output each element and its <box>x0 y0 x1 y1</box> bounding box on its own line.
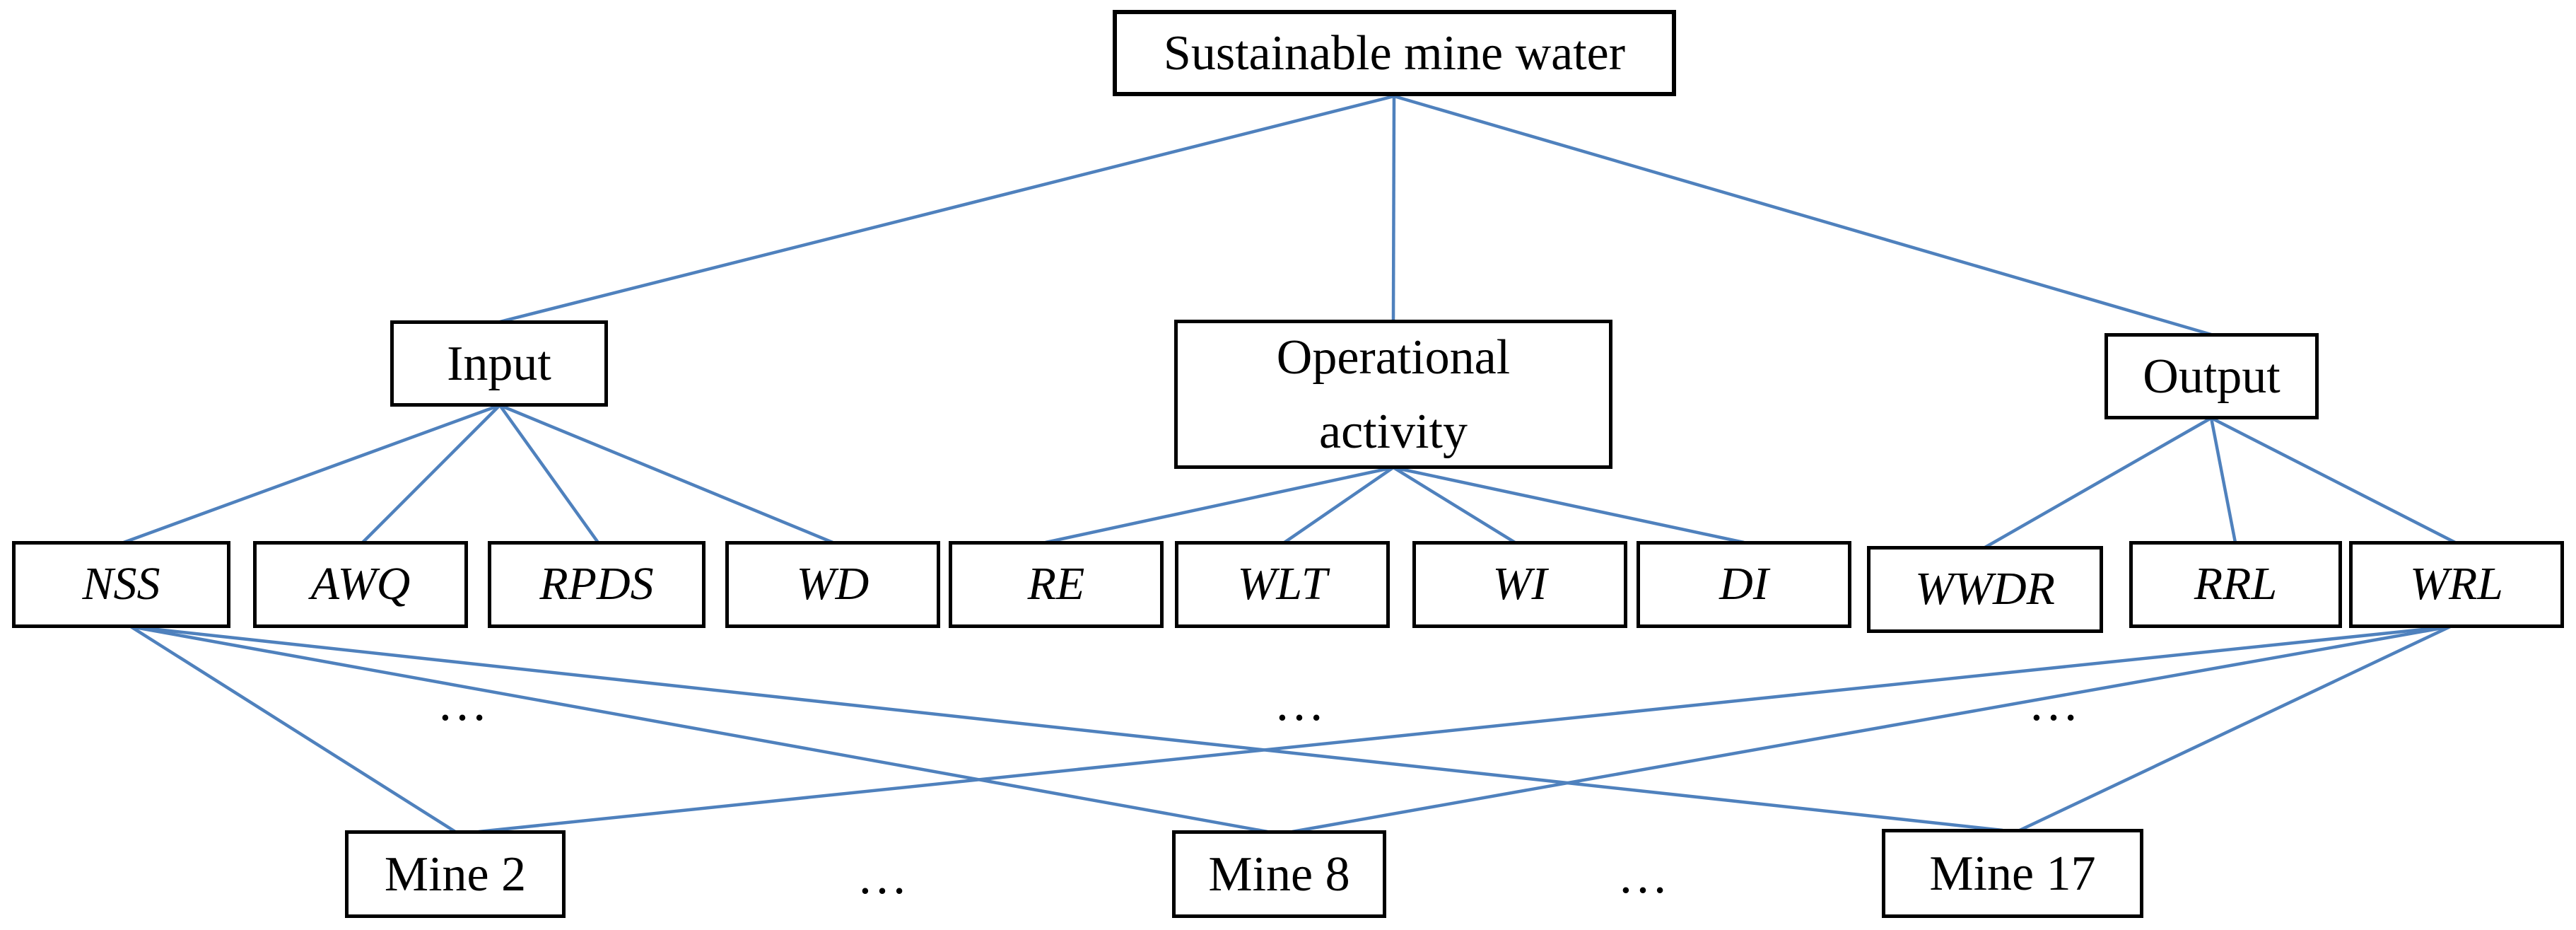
criterion-label: WI <box>1492 558 1547 610</box>
connector-op-wi <box>1392 466 1516 544</box>
node-criterion-wi: WI <box>1412 541 1627 628</box>
category-label: Output <box>2143 349 2281 404</box>
node-criterion-wd: WD <box>725 541 940 628</box>
connector-goal-output <box>1393 94 2212 337</box>
node-mine-17: Mine 17 <box>1882 829 2143 918</box>
criterion-label: RE <box>1027 558 1085 610</box>
connector-wrl-mine2 <box>478 624 2451 834</box>
criterion-label: DI <box>1719 558 1769 610</box>
connector-wrl-mine17 <box>2019 624 2451 832</box>
node-criterion-wlt: WLT <box>1175 541 1390 628</box>
alternative-label: Mine 17 <box>1929 846 2096 901</box>
alternative-label: Mine 8 <box>1208 847 1350 902</box>
connector-input-wd <box>499 403 833 545</box>
connector-output-wwdr <box>1984 417 2213 549</box>
node-criterion-re: RE <box>949 541 1164 628</box>
connector-op-wlt <box>1283 466 1395 544</box>
criterion-label: RPDS <box>539 558 654 610</box>
criterion-label: NSS <box>82 558 160 610</box>
connector-goal-operational <box>1391 95 1396 322</box>
connector-input-nss <box>123 403 500 545</box>
node-criterion-wrl: WRL <box>2349 541 2564 628</box>
node-mine-8: Mine 8 <box>1172 830 1386 918</box>
connector-op-re <box>1045 465 1394 545</box>
ellipsis-mines-left: … <box>857 848 911 905</box>
ellipsis-criteria-left: … <box>437 675 491 731</box>
ellipsis-criteria-middle: … <box>1274 675 1328 731</box>
ellipsis-criteria-right: … <box>2028 675 2082 731</box>
connector-nss-mine8 <box>130 624 1268 834</box>
criterion-label: WWDR <box>1915 563 2055 615</box>
connector-wrl-mine8 <box>1292 624 2451 834</box>
alternative-label: Mine 2 <box>384 847 527 902</box>
category-label: Input <box>447 336 551 391</box>
connector-output-wrl <box>2210 416 2457 545</box>
criterion-label: WD <box>796 558 870 610</box>
connector-goal-input <box>499 94 1395 324</box>
node-goal: Sustainable mine water <box>1113 10 1676 96</box>
node-criterion-rpds: RPDS <box>488 541 706 628</box>
criterion-label: WLT <box>1237 558 1328 610</box>
node-criterion-di: DI <box>1637 541 1851 628</box>
criterion-label: AWQ <box>310 558 411 610</box>
node-criterion-awq: AWQ <box>253 541 468 628</box>
goal-label: Sustainable mine water <box>1163 25 1626 81</box>
node-criterion-wwdr: WWDR <box>1867 546 2103 633</box>
connector-nss-mine2 <box>129 625 457 833</box>
node-output: Output <box>2104 333 2319 419</box>
connector-output-rrl <box>2209 417 2237 543</box>
connector-input-awq <box>361 404 501 544</box>
connector-nss-mine17 <box>130 624 2003 832</box>
node-mine-2: Mine 2 <box>345 830 566 918</box>
node-operational-activity: Operational activity <box>1174 320 1612 469</box>
criterion-label: WRL <box>2410 558 2503 610</box>
category-label: Operational activity <box>1276 330 1511 459</box>
ellipsis-mines-right: … <box>1617 847 1671 904</box>
node-criterion-rrl: RRL <box>2129 541 2342 628</box>
node-input: Input <box>390 320 608 407</box>
connector-op-di <box>1393 465 1745 545</box>
node-criterion-nss: NSS <box>12 541 230 628</box>
connector-input-rpds <box>498 404 599 544</box>
criterion-label: RRL <box>2194 558 2278 610</box>
